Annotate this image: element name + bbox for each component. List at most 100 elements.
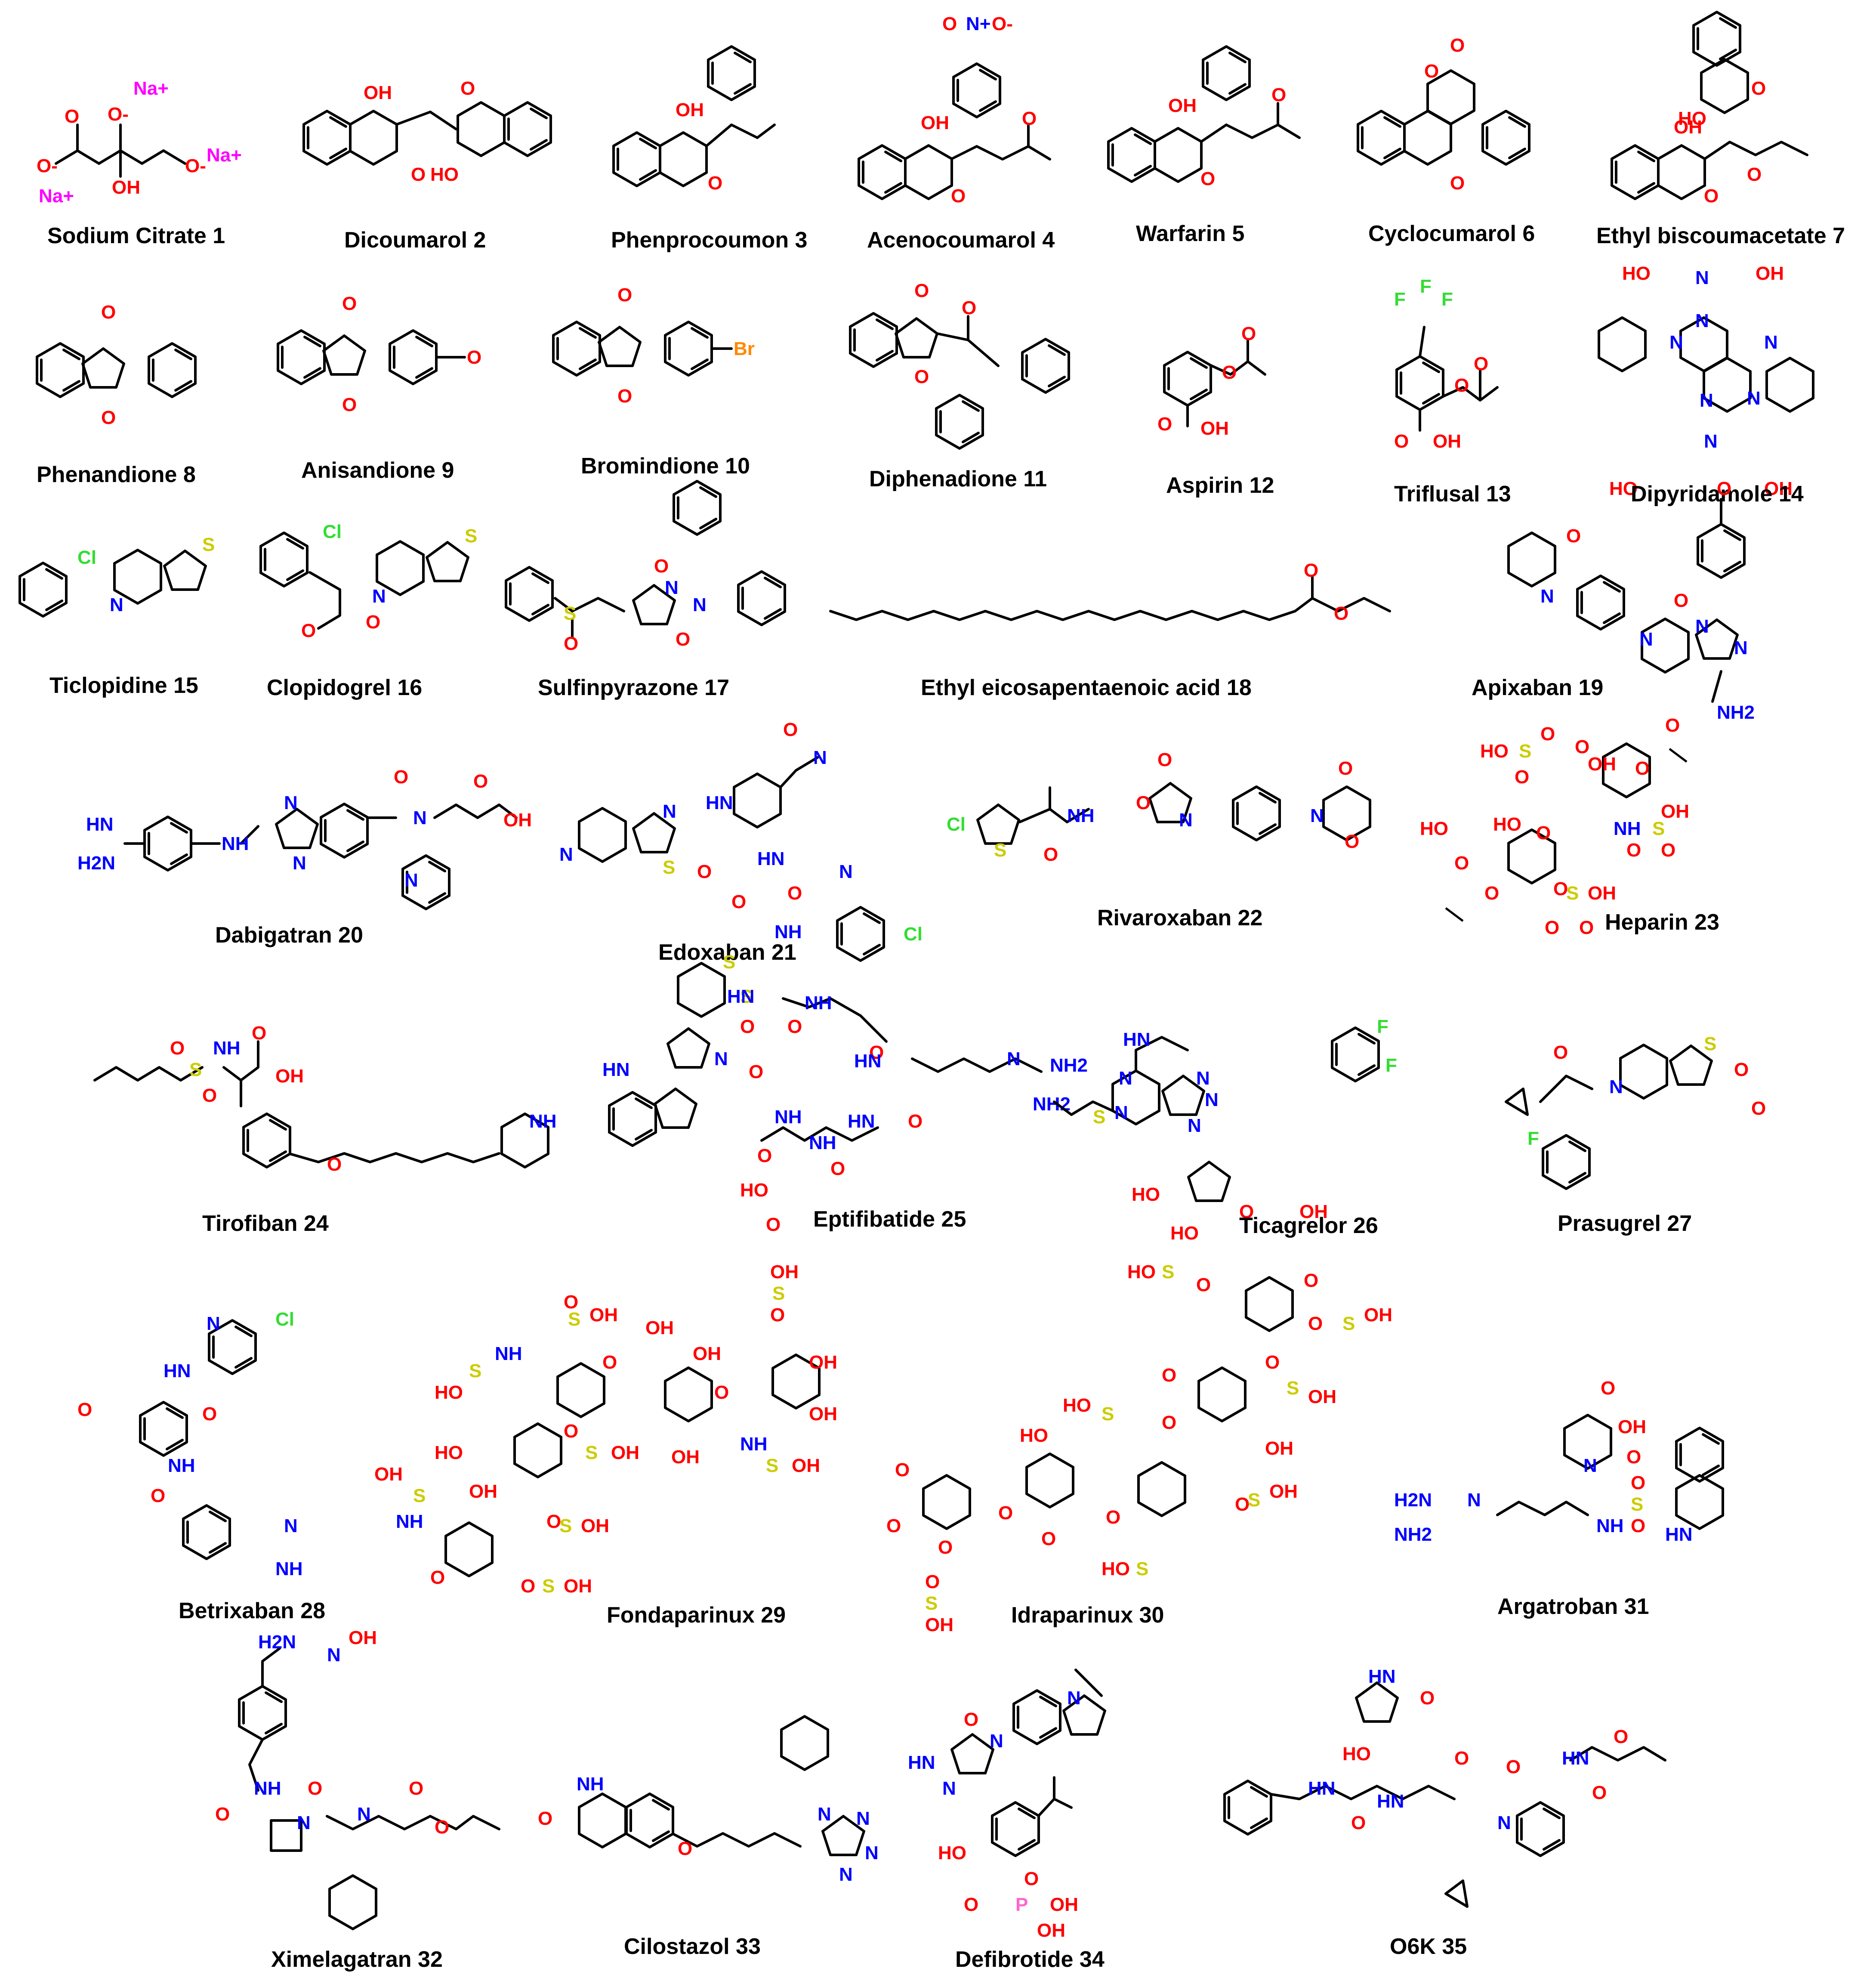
- atom-label: S: [1631, 1494, 1643, 1515]
- atom-label: O: [1704, 185, 1719, 207]
- atom-label: O: [1454, 375, 1469, 396]
- structure-ticagrelor: HN F F N N N N N S HO HO O OH: [1053, 1016, 1397, 1244]
- bond: [705, 124, 733, 147]
- atom-label: O: [676, 629, 690, 650]
- atom-label: OH: [645, 1317, 674, 1338]
- atom-label: OH: [364, 82, 392, 103]
- atom-label: O: [886, 1515, 901, 1536]
- atom-label: HO: [430, 164, 459, 185]
- bond: [427, 542, 468, 581]
- structure-ximelagatran: H2N N OH NH O N O N O O: [215, 1627, 500, 1929]
- bond: [289, 1152, 500, 1163]
- bond: [734, 774, 781, 827]
- atom-label: N: [1609, 1076, 1623, 1097]
- bond: [1767, 358, 1813, 411]
- atom-label: O: [869, 1042, 884, 1063]
- atom-label: OH: [275, 1066, 304, 1087]
- label-compound-5: Warfarin 5: [1136, 221, 1244, 246]
- atom-label: S: [202, 534, 215, 555]
- atom-label: O: [1579, 917, 1594, 938]
- bond: [1199, 1368, 1245, 1421]
- bond: [309, 571, 341, 630]
- atom-label: N: [1007, 1048, 1021, 1069]
- atom-label: NH: [213, 1038, 241, 1059]
- bond: [779, 756, 819, 788]
- atom-label: S: [1093, 1106, 1105, 1128]
- atom-label: N: [1700, 390, 1713, 411]
- atom-label: H2N: [1394, 1490, 1432, 1511]
- atom-label: OH: [693, 1343, 721, 1364]
- atom-label: O: [1747, 164, 1762, 185]
- atom-label: O: [409, 1778, 423, 1799]
- bond: [665, 1368, 712, 1421]
- atom-label: O: [1592, 1782, 1607, 1803]
- atom-label: O: [435, 1817, 449, 1838]
- atom-label: O: [1540, 723, 1555, 745]
- bond: [1676, 1475, 1723, 1529]
- label-compound-1: Sodium Citrate 1: [47, 223, 225, 248]
- atom-label: O: [202, 1403, 217, 1425]
- bond: [506, 567, 552, 621]
- atom-label: O: [1575, 736, 1589, 757]
- bond: [674, 481, 720, 535]
- atom-label: N: [207, 1313, 220, 1334]
- atom-label: O: [521, 1576, 535, 1597]
- atom-label: O: [1022, 108, 1037, 129]
- atom-label: OH: [921, 112, 949, 133]
- atom-label: S: [723, 952, 735, 973]
- bond: [162, 149, 186, 165]
- bond: [936, 395, 983, 448]
- bond: [330, 1876, 376, 1929]
- atom-label: O: [964, 1894, 978, 1915]
- structure-triflusal: F F F O O O OH: [1394, 276, 1499, 452]
- bond: [429, 111, 457, 130]
- atom-label: N: [1310, 805, 1324, 826]
- atom-label: HO: [938, 1842, 966, 1864]
- atom-label: S: [1162, 1261, 1174, 1283]
- atom-label: OH: [925, 1614, 953, 1635]
- atom-label: O: [1751, 1098, 1766, 1119]
- atom-label: NH: [774, 1106, 802, 1128]
- atom-label: S: [559, 1515, 572, 1536]
- structure-eptifibatide: S S HN NH O O N O HN O HN N NH2 NH2 HN O…: [602, 952, 1088, 1235]
- bond: [579, 808, 626, 862]
- atom-label: N: [110, 594, 123, 615]
- bond: [515, 1424, 561, 1477]
- atom-label: O: [757, 1145, 772, 1166]
- bond: [1669, 748, 1688, 763]
- atom-label: Cl: [904, 924, 923, 945]
- bond: [458, 102, 504, 156]
- atom-label: NH: [774, 921, 802, 943]
- bond: [738, 572, 785, 625]
- atom-label: F: [1441, 289, 1453, 310]
- atom-label: OH: [1588, 754, 1616, 775]
- label-compound-9: Anisandione 9: [301, 458, 454, 483]
- bond: [1332, 1028, 1379, 1081]
- atom-label: HN: [1308, 1778, 1336, 1799]
- atom-label: O: [1450, 173, 1465, 194]
- bond: [183, 1505, 230, 1559]
- atom-label: HO: [1127, 1261, 1156, 1283]
- atom-label: S: [772, 1283, 785, 1304]
- atom-label: HO: [435, 1442, 463, 1463]
- atom-label: O: [1450, 35, 1465, 56]
- atom-o: O: [65, 106, 79, 127]
- atom-label: HO: [1678, 108, 1706, 129]
- atom-label: O: [1162, 1412, 1176, 1433]
- bond: [1053, 1100, 1114, 1116]
- structure-warfarin: OH O O: [1108, 46, 1301, 189]
- bond: [1676, 1428, 1723, 1481]
- structure-edoxaban: O N N N S O HN HN O O NH N Cl: [559, 719, 923, 961]
- atom-label: N: [839, 861, 853, 882]
- atom-label: OH: [1050, 1894, 1078, 1915]
- bond: [1483, 111, 1529, 164]
- bond: [1509, 533, 1555, 586]
- bond: [239, 1686, 286, 1740]
- atom-label: O: [1271, 84, 1286, 105]
- bond: [579, 1794, 626, 1847]
- atom-label: O: [1454, 1748, 1469, 1769]
- atom-label: N: [1179, 810, 1193, 831]
- atom-label: O: [342, 394, 357, 415]
- structure-sulfinpyrazone: S O O O N N: [506, 481, 785, 654]
- label-compound-7: Ethyl biscoumacetate 7: [1596, 223, 1845, 248]
